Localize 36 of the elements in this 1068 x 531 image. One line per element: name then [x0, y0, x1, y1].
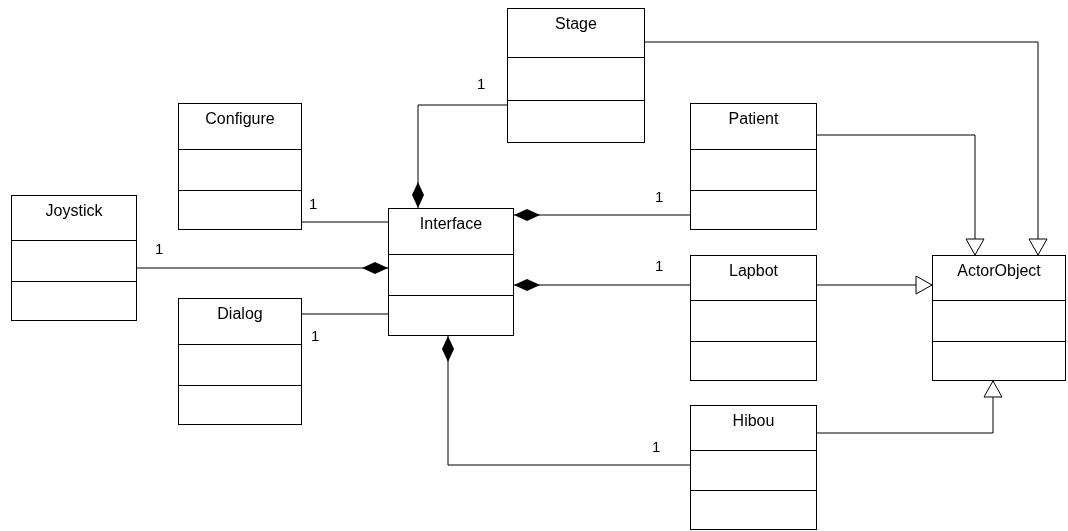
multiplicity-label: 1: [310, 328, 321, 343]
class-box: [11, 195, 137, 321]
multiplicity-label: 1: [154, 241, 165, 256]
multiplicity-label: 1: [308, 196, 319, 211]
inheritance-arrow: [816, 275, 933, 295]
composition-connector: [513, 209, 691, 221]
inheritance-arrow: [816, 380, 1003, 434]
class-name: Stage: [555, 14, 597, 34]
class-name: Configure: [205, 109, 275, 129]
composition-connector: [513, 279, 691, 291]
class-box: [178, 298, 302, 425]
association-line: [301, 313, 389, 315]
class-box: [178, 103, 302, 230]
inheritance-arrow: [816, 134, 985, 256]
class-box: [690, 255, 817, 381]
class-box: [690, 103, 817, 230]
multiplicity-label: 1: [476, 76, 487, 91]
multiplicity-label: 1: [654, 258, 665, 273]
multiplicity-label: 1: [651, 439, 662, 454]
class-box: [690, 405, 817, 530]
association-line: [301, 221, 389, 223]
composition-connector: [136, 262, 389, 274]
class-name: Dialog: [217, 304, 263, 324]
class-box: [932, 255, 1066, 381]
class-name: ActorObject: [957, 261, 1041, 281]
composition-connector: [412, 104, 508, 209]
composition-connector: [442, 335, 691, 466]
multiplicity-label: 1: [654, 189, 665, 204]
class-name: Interface: [419, 214, 483, 234]
class-box: [507, 8, 645, 143]
class-name: Patient: [728, 109, 779, 129]
inheritance-arrow: [644, 41, 1048, 256]
class-name: Hibou: [732, 411, 775, 431]
class-box: [388, 208, 514, 336]
class-name: Lapbot: [729, 261, 778, 281]
class-name: Joystick: [45, 201, 103, 221]
